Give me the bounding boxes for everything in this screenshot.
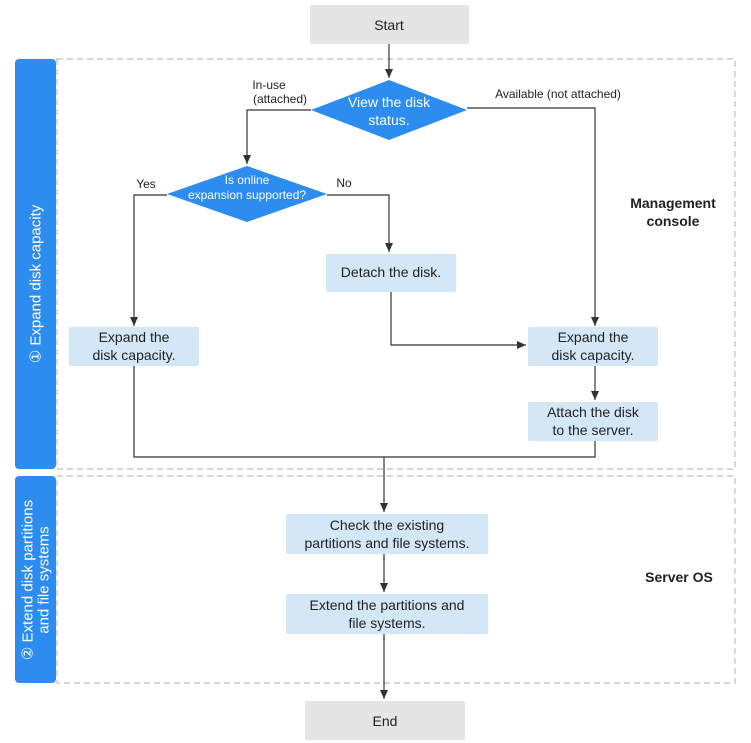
server-os-label: Server OS <box>645 569 713 585</box>
end-label: End <box>373 713 398 729</box>
stage2-bar: ② Extend disk partitions and file system… <box>15 476 56 683</box>
server-os-region <box>56 475 736 684</box>
edge-label-in-use-line1: In-use <box>252 78 286 92</box>
edge-label-no: No <box>336 176 352 190</box>
expand-capacity-left-step: Expand the disk capacity. <box>69 327 199 366</box>
detach-label: Detach the disk. <box>341 264 441 280</box>
stage1-label: ① Expand disk capacity <box>28 204 45 363</box>
arrow-detach-to-expand <box>390 292 526 349</box>
online-expansion-decision: Is online expansion supported? <box>167 166 327 222</box>
view-disk-status-decision: View the disk status. <box>311 80 467 140</box>
edge-label-yes: Yes <box>136 177 156 191</box>
line-attach-merge <box>384 441 596 458</box>
attach-line2: to the server. <box>553 422 634 438</box>
management-console-label-line1: Management <box>630 195 716 211</box>
management-console-region <box>56 58 736 470</box>
expand-left-line2: disk capacity. <box>93 347 176 363</box>
view-status-line1: View the disk <box>348 94 431 110</box>
line-expand-left-merge <box>133 366 384 458</box>
extend-line1: Extend the partitions and <box>310 597 465 613</box>
attach-disk-step: Attach the disk to the server. <box>528 402 658 441</box>
management-console-label-line2: console <box>647 213 700 229</box>
stage2-label-line1: ② Extend disk partitions <box>20 500 37 660</box>
expand-left-line1: Expand the <box>99 329 170 345</box>
stage2-label-line2: and file systems <box>36 526 53 634</box>
check-line1: Check the existing <box>330 517 444 533</box>
start-label: Start <box>374 17 404 33</box>
stage1-bar: ① Expand disk capacity <box>15 59 56 469</box>
online-expansion-line2: expansion supported? <box>188 188 306 202</box>
expand-right-line2: disk capacity. <box>552 347 635 363</box>
extend-partitions-step: Extend the partitions and file systems. <box>286 594 488 634</box>
extend-line2: file systems. <box>348 615 425 631</box>
edge-label-available: Available (not attached) <box>495 87 621 101</box>
expand-capacity-right-step: Expand the disk capacity. <box>528 327 658 366</box>
start-node: Start <box>310 5 469 44</box>
check-partitions-step: Check the existing partitions and file s… <box>286 514 488 554</box>
attach-line1: Attach the disk <box>547 404 640 420</box>
check-line2: partitions and file systems. <box>305 535 470 551</box>
arrow-yes <box>130 194 167 326</box>
edge-label-in-use-line2: (attached) <box>253 92 307 106</box>
detach-disk-step: Detach the disk. <box>326 254 456 292</box>
expand-right-line1: Expand the <box>558 329 629 345</box>
view-status-line2: status. <box>368 112 409 128</box>
end-node: End <box>305 701 465 740</box>
arrow-in-use <box>243 109 311 164</box>
online-expansion-line1: Is online <box>225 173 270 187</box>
arrow-no <box>327 194 393 252</box>
arrow-available <box>467 107 599 326</box>
